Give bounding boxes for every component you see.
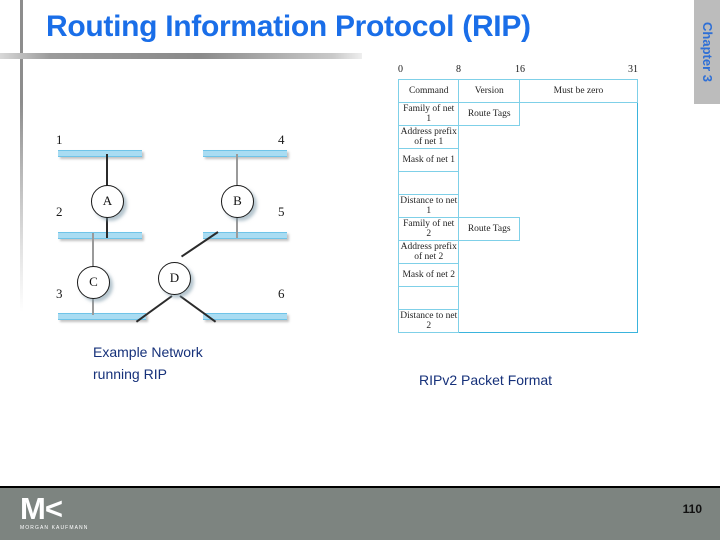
- link-net1-a: [106, 154, 108, 187]
- title-underline-rule: [0, 53, 362, 59]
- footer-divider: [0, 486, 720, 488]
- net-label-6: 6: [278, 286, 285, 301]
- packet-row: [397, 286, 638, 310]
- page-number: 110: [682, 502, 702, 516]
- packet-row: Distance to net 1: [397, 194, 638, 218]
- packet-row: [397, 171, 638, 195]
- net-segment-5: [203, 232, 287, 239]
- net-label-5: 5: [278, 204, 285, 219]
- network-caption-line1: Example Network: [93, 344, 203, 360]
- packet-field-cell: Route Tags: [458, 102, 520, 126]
- router-node-d: D: [158, 262, 191, 295]
- packet-row: Address prefix of net 2: [397, 240, 638, 264]
- link-c-net3: [92, 292, 94, 315]
- net-label-3: 3: [56, 286, 63, 301]
- packet-format-caption: RIPv2 Packet Format: [419, 372, 553, 388]
- packet-field-cell: Distance to net 2: [397, 309, 460, 333]
- network-diagram-caption: Example Network running RIP: [93, 342, 203, 385]
- link-d-net6: [179, 295, 217, 323]
- net-label-4: 4: [278, 132, 285, 147]
- net-label-1: 1: [56, 132, 63, 147]
- example-network-diagram: 1 2 3 4 5 6 A B C D: [50, 132, 300, 327]
- bit-tick-31: 31: [628, 64, 638, 75]
- mk-logo-mark: M<: [20, 491, 63, 526]
- packet-row: Address prefix of net 1: [397, 125, 638, 149]
- net-segment-3: [58, 313, 146, 320]
- packet-field-cell: Mask of net 2: [397, 263, 460, 287]
- net-segment-6: [203, 313, 287, 320]
- router-node-b: B: [221, 185, 254, 218]
- packet-field-cell: Distance to net 1: [397, 194, 460, 218]
- packet-field-cell: Command: [397, 79, 460, 103]
- chapter-tab-label: Chapter 3: [700, 22, 715, 82]
- packet-row: Distance to net 2: [397, 309, 638, 333]
- link-net4-b: [236, 154, 238, 187]
- link-d-net5: [180, 231, 219, 258]
- bit-tick-0: 0: [398, 64, 403, 75]
- packet-field-cell: [397, 286, 460, 310]
- bit-ruler: 0 8 16 31: [398, 64, 638, 79]
- packet-field-cell: Family of net 2: [397, 217, 460, 241]
- net-segment-1: [58, 150, 142, 157]
- page-title: Routing Information Protocol (RIP): [46, 10, 531, 43]
- packet-field-cell: Version: [458, 79, 520, 103]
- bit-tick-16: 16: [515, 64, 525, 75]
- network-caption-line2: running RIP: [93, 365, 167, 382]
- packet-row: Mask of net 1: [397, 148, 638, 172]
- router-node-c: C: [77, 266, 110, 299]
- link-net2-c: [92, 233, 94, 270]
- packet-field-cell: Address prefix of net 1: [397, 125, 460, 149]
- packet-field-cell: Must be zero: [518, 79, 639, 103]
- left-vertical-rule: [20, 0, 23, 312]
- router-node-a: A: [91, 185, 124, 218]
- morgan-kaufmann-logo: M< MORGAN KAUFMANN: [20, 491, 96, 531]
- mk-logo-wordmark: MORGAN KAUFMANN: [20, 525, 89, 531]
- bit-tick-8: 8: [456, 64, 461, 75]
- packet-field-cell: [397, 171, 460, 195]
- net-segment-4: [203, 150, 287, 157]
- link-a-net2: [106, 215, 108, 238]
- net-segment-2: [58, 232, 142, 239]
- packet-row: Mask of net 2: [397, 263, 638, 287]
- net-label-2: 2: [56, 204, 63, 219]
- footer-bar: M< MORGAN KAUFMANN 110: [0, 488, 720, 540]
- packet-field-cell: Family of net 1: [397, 102, 460, 126]
- packet-field-cell: Mask of net 1: [397, 148, 460, 172]
- packet-field-cell: Route Tags: [458, 217, 520, 241]
- link-d-net3: [135, 295, 173, 323]
- chapter-tab: Chapter 3: [694, 0, 720, 104]
- packet-field-cell: Address prefix of net 2: [397, 240, 460, 264]
- link-b-net5: [236, 215, 238, 238]
